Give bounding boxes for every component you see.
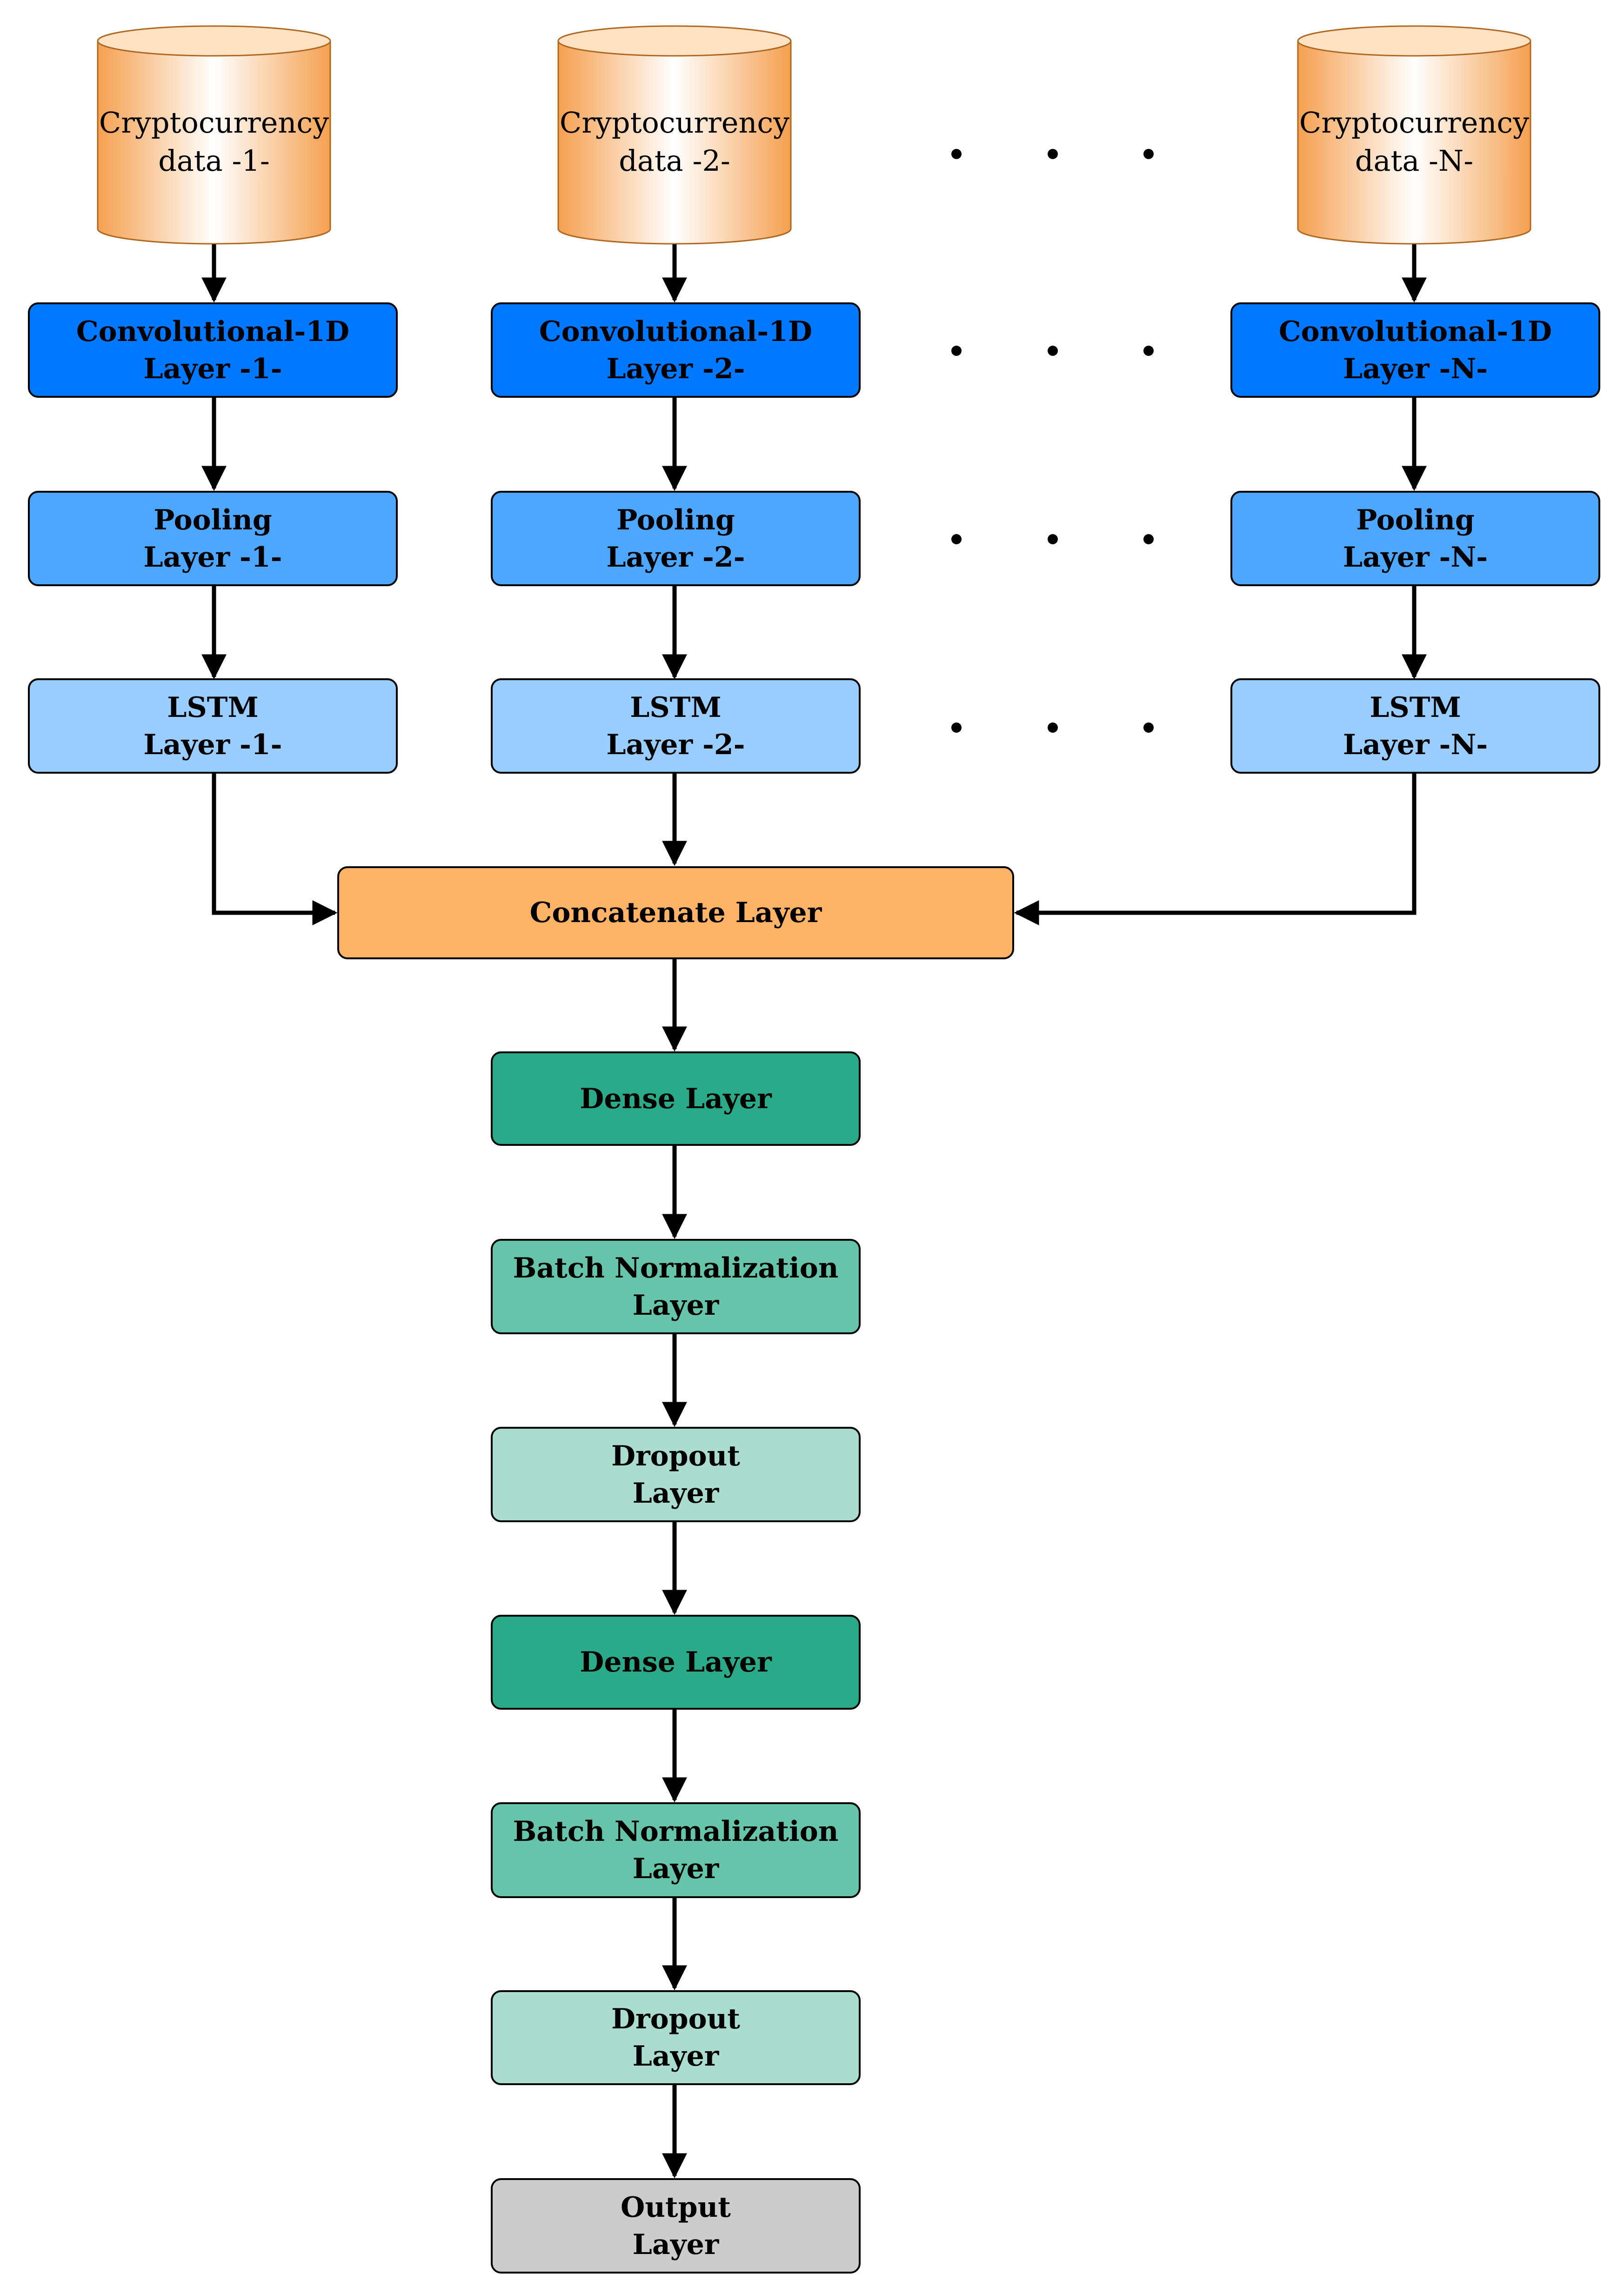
conv1d-layer-n: Convolutional-1D Layer -N- — [1230, 302, 1600, 398]
input-data-1-title: Cryptocurrency — [99, 106, 329, 140]
conv1d-layer-2-subtitle: Layer -2- — [606, 352, 745, 385]
conv1d-layer-1: Convolutional-1D Layer -1- — [28, 302, 398, 398]
ellipsis-dot — [1047, 534, 1058, 544]
lstm-layer-n-title: LSTM — [1370, 691, 1461, 724]
dense-layer-1-label: Dense Layer — [580, 1082, 772, 1115]
pooling-layer-n-subtitle: Layer -N- — [1343, 541, 1488, 574]
pooling-layer-n-title: Pooling — [1356, 503, 1475, 536]
pooling-layer-2-title: Pooling — [616, 503, 735, 536]
arrow-lstm1-concat — [212, 774, 338, 925]
pooling-layer-n: Pooling Layer -N- — [1230, 491, 1600, 586]
ellipsis-dot — [951, 722, 962, 733]
lstm-layer-1-subtitle: Layer -1- — [143, 728, 282, 761]
ellipsis-dot — [1143, 346, 1154, 356]
batch-normalization-layer-2-subtitle: Layer — [632, 1853, 719, 1885]
ellipsis-dot — [951, 346, 962, 356]
pooling-layer-2-subtitle: Layer -2- — [606, 541, 745, 574]
dense-layer-2: Dense Layer — [491, 1615, 861, 1710]
arrow-lstmn-concat — [1014, 774, 1417, 925]
ellipsis-dot — [951, 149, 962, 159]
lstm-layer-n-subtitle: Layer -N- — [1343, 728, 1488, 761]
conv1d-layer-2-title: Convolutional-1D — [539, 315, 813, 348]
conv1d-layer-n-subtitle: Layer -N- — [1343, 352, 1488, 385]
dense-layer-1: Dense Layer — [491, 1051, 861, 1146]
lstm-layer-2-subtitle: Layer -2- — [606, 728, 745, 761]
conv1d-layer-1-title: Convolutional-1D — [76, 315, 350, 348]
lstm-layer-1-title: LSTM — [167, 691, 259, 724]
ellipsis-dot — [1047, 149, 1058, 159]
dropout-layer-2-subtitle: Layer — [632, 2040, 719, 2073]
dense-layer-2-label: Dense Layer — [580, 1646, 772, 1679]
input-data-1: Cryptocurrency data -1- — [98, 100, 330, 184]
batch-normalization-layer-1-subtitle: Layer — [632, 1289, 719, 1322]
output-layer-subtitle: Layer — [632, 2228, 719, 2261]
ellipsis-dot — [1143, 149, 1154, 159]
ellipsis-dot — [1143, 722, 1154, 733]
dropout-layer-1-title: Dropout — [611, 1439, 740, 1472]
input-data-n: Cryptocurrency data -N- — [1298, 100, 1530, 184]
lstm-layer-2-title: LSTM — [630, 691, 722, 724]
output-layer: Output Layer — [491, 2178, 861, 2274]
input-data-n-subtitle: data -N- — [1355, 144, 1474, 178]
ellipsis-dot — [951, 534, 962, 544]
ellipsis-row-inputs — [951, 149, 1154, 159]
batch-normalization-layer-1: Batch Normalization Layer — [491, 1239, 861, 1334]
database-cylinder-1 — [97, 25, 331, 245]
database-cylinder-2 — [557, 25, 792, 245]
dropout-layer-1-subtitle: Layer — [632, 1477, 719, 1510]
conv1d-layer-1-subtitle: Layer -1- — [143, 352, 282, 385]
ellipsis-dot — [1047, 722, 1058, 733]
ellipsis-row-pool — [951, 534, 1154, 544]
pooling-layer-1-title: Pooling — [154, 503, 272, 536]
ellipsis-row-conv — [951, 346, 1154, 356]
input-data-n-title: Cryptocurrency — [1299, 106, 1530, 140]
ellipsis-row-lstm — [951, 722, 1154, 733]
input-data-2-title: Cryptocurrency — [559, 106, 790, 140]
ellipsis-dot — [1143, 534, 1154, 544]
dropout-layer-2-title: Dropout — [611, 2003, 740, 2035]
batch-normalization-layer-2-title: Batch Normalization — [513, 1815, 839, 1848]
lstm-layer-n: LSTM Layer -N- — [1230, 678, 1600, 774]
input-data-1-subtitle: data -1- — [158, 144, 270, 178]
batch-normalization-layer-1-title: Batch Normalization — [513, 1251, 839, 1284]
batch-normalization-layer-2: Batch Normalization Layer — [491, 1802, 861, 1898]
pooling-layer-1: Pooling Layer -1- — [28, 491, 398, 586]
output-layer-title: Output — [621, 2191, 731, 2224]
conv1d-layer-2: Convolutional-1D Layer -2- — [491, 302, 861, 398]
dropout-layer-1: Dropout Layer — [491, 1427, 861, 1522]
lstm-layer-2: LSTM Layer -2- — [491, 678, 861, 774]
conv1d-layer-n-title: Convolutional-1D — [1278, 315, 1552, 348]
concatenate-layer: Concatenate Layer — [337, 866, 1014, 959]
lstm-layer-1: LSTM Layer -1- — [28, 678, 398, 774]
dropout-layer-2: Dropout Layer — [491, 1990, 861, 2085]
input-data-2: Cryptocurrency data -2- — [558, 100, 791, 184]
database-cylinder-n — [1297, 25, 1531, 245]
pooling-layer-2: Pooling Layer -2- — [491, 491, 861, 586]
concatenate-layer-label: Concatenate Layer — [529, 896, 822, 929]
pooling-layer-1-subtitle: Layer -1- — [143, 541, 282, 574]
ellipsis-dot — [1047, 346, 1058, 356]
input-data-2-subtitle: data -2- — [619, 144, 730, 178]
